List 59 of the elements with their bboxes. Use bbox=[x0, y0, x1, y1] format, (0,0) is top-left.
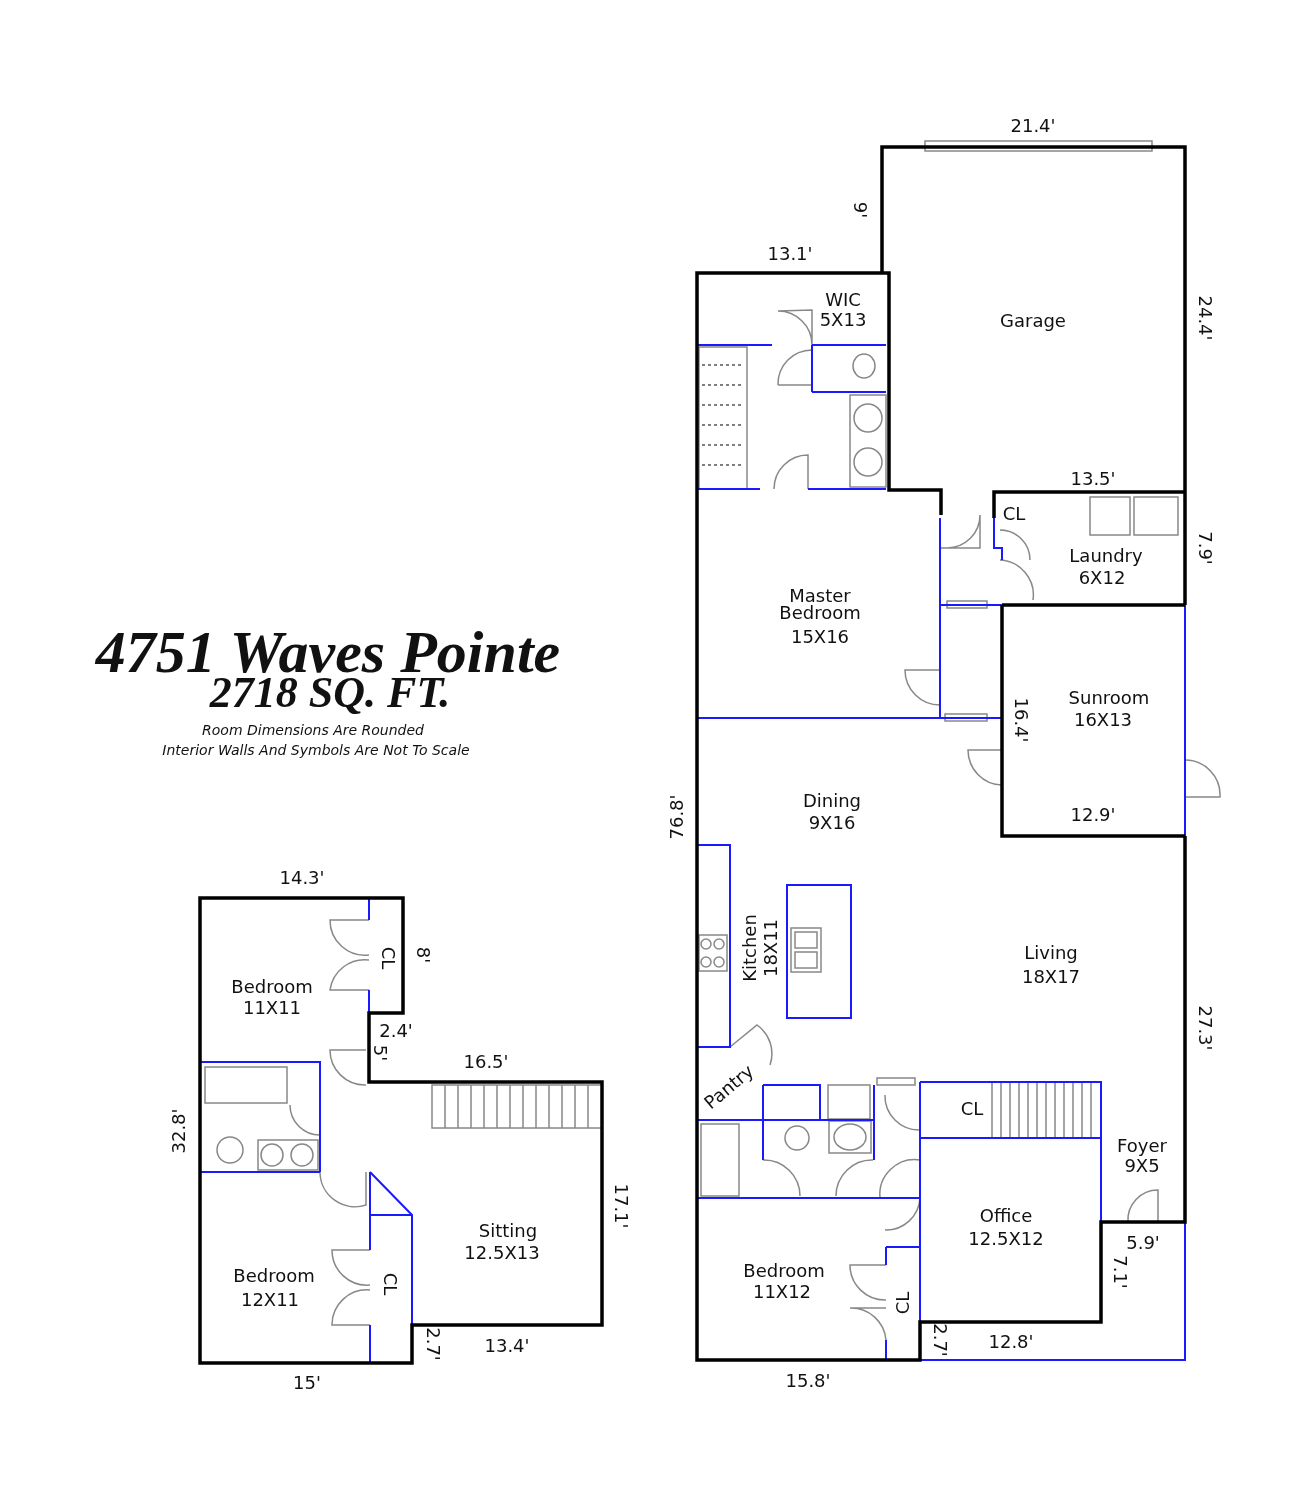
dimension-label: 2.7' bbox=[424, 1327, 442, 1361]
dimension-label: 32.8' bbox=[170, 1108, 188, 1154]
room-label: Sunroom bbox=[1068, 689, 1150, 707]
room-label: Sitting bbox=[478, 1222, 538, 1240]
room-dimensions: 9X5 bbox=[1124, 1157, 1160, 1175]
room-dimensions: 9X16 bbox=[808, 814, 856, 832]
dimension-label: 13.4' bbox=[484, 1337, 530, 1355]
room-label: Dining bbox=[802, 792, 862, 810]
room-label: Bedroom bbox=[231, 978, 313, 996]
dimension-label: 13.5' bbox=[1070, 470, 1116, 488]
room-label: CL bbox=[379, 946, 397, 970]
dimension-label: 76.8' bbox=[668, 794, 686, 840]
dimension-label: 9' bbox=[851, 201, 869, 219]
dimension-label: 7.1' bbox=[1111, 1255, 1129, 1289]
room-label: WIC bbox=[825, 291, 861, 309]
dimension-label: 5' bbox=[371, 1044, 389, 1062]
room-label: Office bbox=[979, 1207, 1033, 1225]
room-label: Master Bedroom bbox=[778, 586, 862, 622]
dimension-label: 12.8' bbox=[988, 1333, 1034, 1351]
room-label: Laundry bbox=[1069, 547, 1143, 565]
room-dimensions: 12.5X12 bbox=[968, 1230, 1044, 1248]
room-label: Kitchen bbox=[741, 914, 759, 982]
room-label: Living bbox=[1024, 944, 1078, 962]
dimension-label: 2.7' bbox=[931, 1323, 949, 1357]
dimension-label: 2.4' bbox=[379, 1022, 413, 1040]
room-dimensions: 11X11 bbox=[242, 999, 302, 1017]
dimension-label: 17.1' bbox=[612, 1183, 630, 1229]
room-label: CL bbox=[960, 1100, 984, 1118]
room-label: Garage bbox=[1000, 312, 1066, 330]
dimension-label: 15' bbox=[293, 1374, 321, 1392]
room-label: CL bbox=[1002, 505, 1026, 523]
room-dimensions: 5X13 bbox=[819, 311, 867, 329]
room-dimensions: 12.5X13 bbox=[464, 1244, 540, 1262]
room-label: CL bbox=[894, 1291, 912, 1315]
note-text: Room Dimensions Are Rounded bbox=[202, 723, 424, 737]
room-dimensions: 6X12 bbox=[1078, 569, 1126, 587]
room-dimensions: 12X11 bbox=[240, 1291, 300, 1309]
dimension-label: 5.9' bbox=[1126, 1234, 1160, 1252]
room-label: CL bbox=[381, 1272, 399, 1296]
dimension-label: 16.5' bbox=[463, 1053, 509, 1071]
dimension-label: 15.8' bbox=[785, 1372, 831, 1390]
room-dimensions: 15X16 bbox=[790, 628, 850, 646]
room-dimensions: 11X12 bbox=[752, 1283, 812, 1301]
dimension-label: 24.4' bbox=[1196, 295, 1214, 341]
room-label: Foyer bbox=[1117, 1137, 1167, 1155]
dimension-label: 14.3' bbox=[279, 869, 325, 887]
dimension-label: 27.3' bbox=[1196, 1005, 1214, 1051]
room-dimensions: 16X13 bbox=[1073, 711, 1133, 729]
dimension-label: 8' bbox=[414, 946, 432, 964]
room-dimensions: 18X11 bbox=[762, 918, 780, 978]
note-text: Interior Walls And Symbols Are Not To Scale bbox=[162, 743, 470, 757]
dimension-label: 13.1' bbox=[767, 245, 813, 263]
dimension-label: 12.9' bbox=[1070, 806, 1116, 824]
dimension-label: 7.9' bbox=[1196, 531, 1214, 565]
room-dimensions: 18X17 bbox=[1021, 968, 1081, 986]
dimension-label: 21.4' bbox=[1010, 117, 1056, 135]
dimension-label: 16.4' bbox=[1012, 697, 1030, 743]
room-label: Bedroom bbox=[743, 1262, 825, 1280]
room-label: Bedroom bbox=[233, 1267, 315, 1285]
